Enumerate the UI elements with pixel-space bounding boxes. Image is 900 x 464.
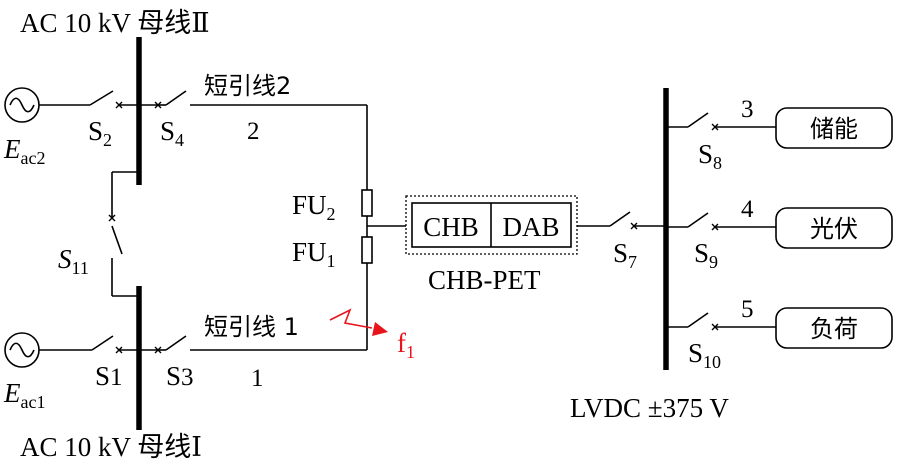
load-demand-label: 负荷	[810, 315, 858, 343]
ac-bus-2-label: AC 10 kV 母线Ⅱ	[20, 8, 210, 38]
switch-s3[interactable]	[158, 335, 187, 351]
switch-icon	[609, 211, 631, 227]
feeder-3-number: 3	[741, 96, 754, 123]
load-storage-label: 储能	[810, 115, 858, 143]
switch-icon	[165, 90, 187, 106]
switch-s7-label: S7	[613, 238, 637, 272]
load-pv-label: 光伏	[810, 215, 858, 243]
ac-source-icon	[4, 332, 40, 368]
switch-s11[interactable]	[111, 225, 123, 255]
switch-s1-label: S1	[95, 361, 123, 391]
fuse-icon	[361, 236, 373, 264]
short-line-1-number: 1	[251, 365, 264, 392]
switch-s9-label: S9	[694, 238, 718, 272]
short-line-2-label: 短引线2	[204, 72, 291, 100]
switch-s2[interactable]	[89, 90, 123, 109]
load-pv-box	[775, 207, 893, 249]
feeder-4-number: 4	[741, 196, 754, 223]
switch-icon	[165, 335, 187, 351]
fault-lightning-icon	[329, 308, 388, 336]
fuse-fu1-label: FU1	[292, 237, 336, 271]
switch-s7[interactable]	[609, 211, 638, 230]
fault-f1-label: f1	[397, 328, 415, 362]
switch-icon	[687, 312, 709, 328]
feeder-5-number: 5	[741, 296, 754, 323]
chb-label: CHB	[423, 212, 479, 242]
switch-s10[interactable]	[687, 312, 719, 331]
switch-icon	[111, 225, 123, 255]
pet-outline	[405, 195, 578, 255]
short-line-2-number: 2	[247, 118, 260, 145]
switch-s11-label: S11	[58, 244, 89, 278]
source-eac2-label: Eac2	[3, 134, 45, 168]
short-line-1-label: 短引线 1	[204, 313, 299, 341]
switch-icon	[687, 112, 709, 128]
ac-source-icon	[4, 87, 40, 123]
ac-bus-1-label: AC 10 kV 母线Ⅰ	[20, 432, 202, 462]
switch-contact-icon	[108, 214, 116, 222]
switch-s2-label: S2	[88, 116, 112, 150]
source-eac1-label: Eac1	[3, 378, 45, 412]
switch-icon	[89, 90, 114, 106]
switch-s9[interactable]	[687, 212, 719, 231]
load-storage-box	[775, 107, 893, 149]
switch-s3-label: S3	[166, 361, 194, 391]
switch-icon	[687, 212, 709, 228]
switch-s8-label: S8	[698, 139, 722, 173]
switch-s1[interactable]	[91, 335, 123, 354]
fuse-fu2-label: FU2	[292, 190, 336, 224]
load-demand-box	[775, 307, 893, 349]
switch-s4[interactable]	[158, 90, 187, 106]
fuse-icon	[361, 189, 373, 217]
switch-icon	[91, 335, 114, 351]
dab-label: DAB	[502, 212, 559, 242]
pet-label: CHB-PET	[428, 265, 541, 295]
switch-s4-label: S4	[160, 116, 184, 150]
switch-s8[interactable]	[687, 112, 719, 131]
switch-s10-label: S10	[688, 338, 721, 372]
lvdc-bus-label: LVDC ±375 V	[570, 393, 729, 423]
